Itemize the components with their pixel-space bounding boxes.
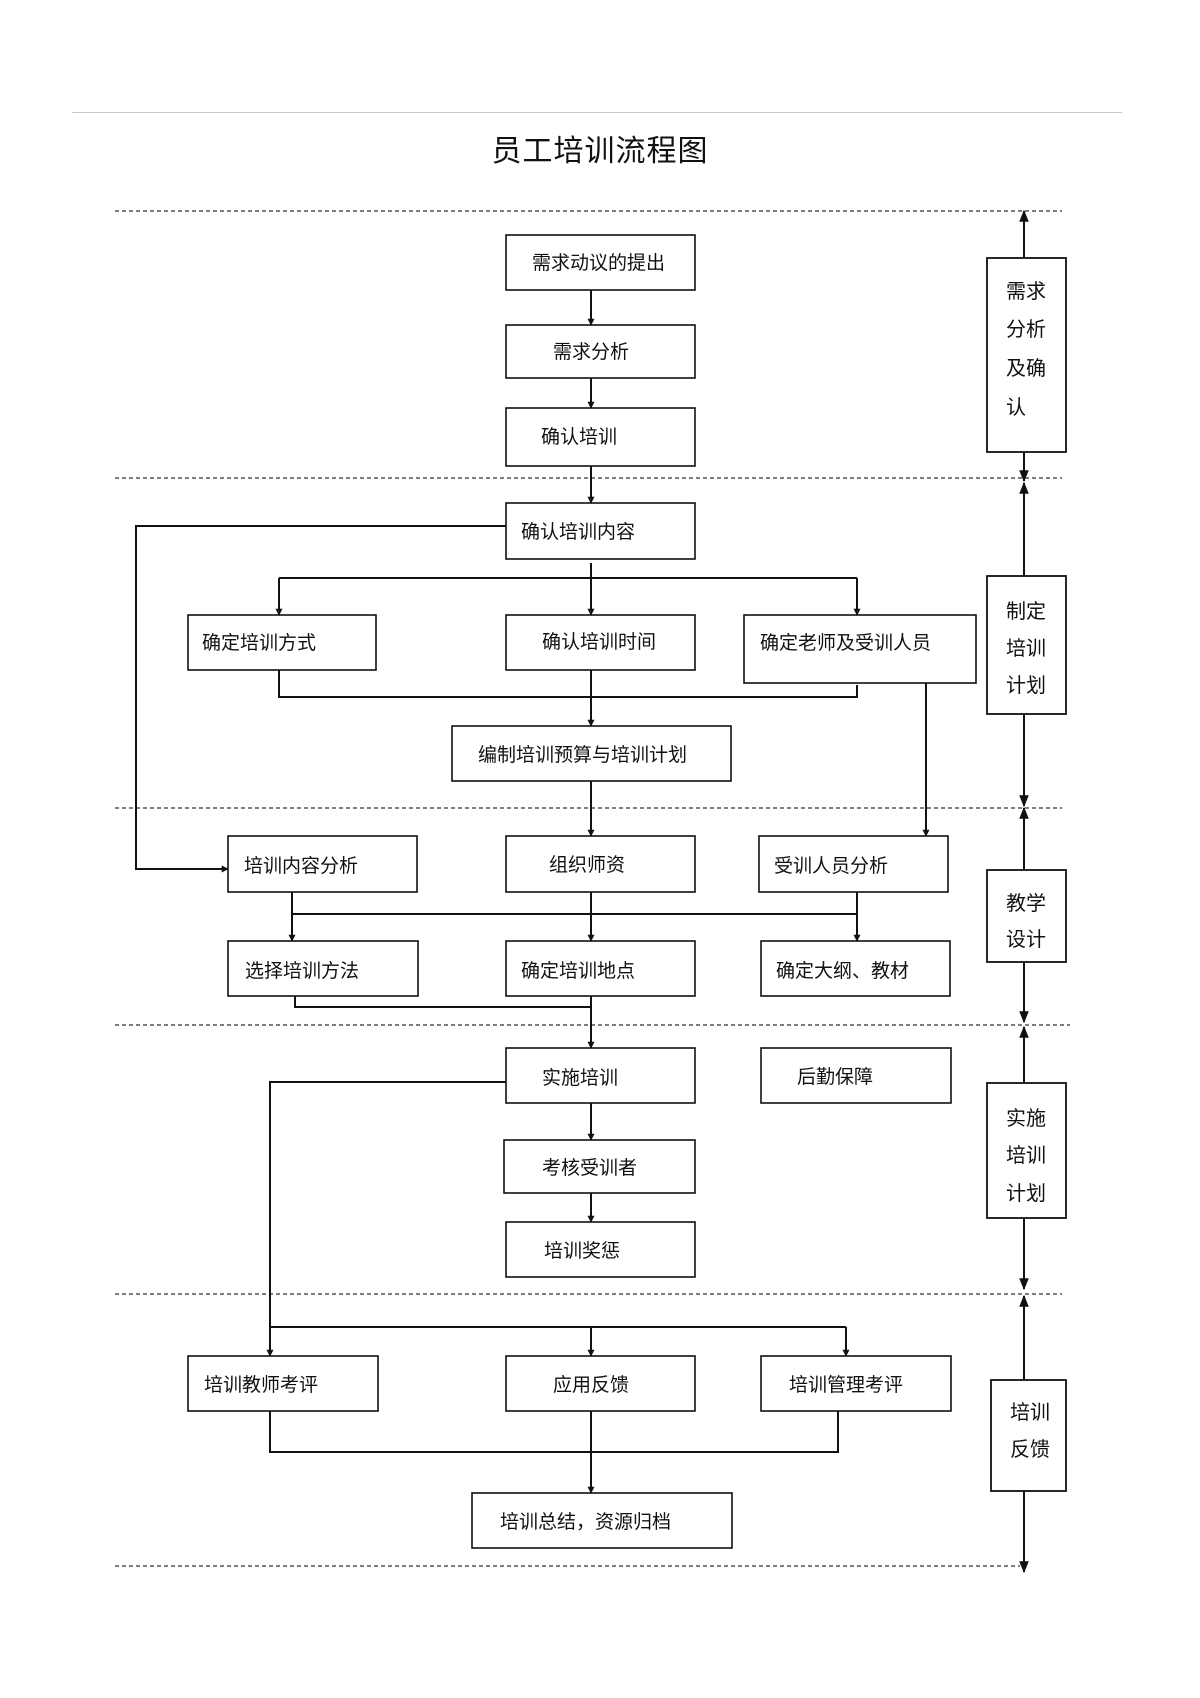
phase-label: 计划 — [1006, 673, 1046, 697]
node-label: 实施培训 — [542, 1067, 618, 1089]
node-teachers-trainees — [743, 614, 977, 684]
node-reward-punish — [505, 1221, 696, 1278]
node-assess-trainees — [503, 1139, 696, 1194]
node-label: 选择培训方法 — [245, 960, 359, 982]
phase-label: 分析 — [1006, 317, 1046, 341]
node-label: 考核受训者 — [542, 1157, 637, 1179]
node-content-analysis — [227, 835, 418, 893]
node-label: 确定大纲、教材 — [776, 960, 909, 982]
node-select-method — [227, 940, 419, 997]
phase-label: 计划 — [1006, 1181, 1046, 1205]
node-label: 确认培训 — [541, 426, 617, 448]
node-label: 确定培训地点 — [521, 960, 635, 982]
phase-label: 培训 — [1010, 1400, 1050, 1424]
phase-label: 培训 — [1006, 636, 1046, 660]
phase-label: 培训 — [1006, 1143, 1046, 1167]
node-confirm-training — [505, 407, 696, 467]
node-summary-archive — [471, 1492, 733, 1549]
node-label: 确定老师及受训人员 — [760, 632, 931, 654]
node-label: 需求分析 — [553, 341, 629, 363]
node-implement-training — [505, 1047, 696, 1104]
node-training-location — [505, 940, 696, 997]
node-label: 培训奖惩 — [544, 1240, 620, 1262]
node-label: 培训管理考评 — [789, 1374, 903, 1396]
phase-label: 及确 — [1006, 356, 1046, 380]
node-teacher-evaluation — [187, 1355, 379, 1412]
phase-label: 认 — [1006, 395, 1026, 419]
phase-label: 制定 — [1006, 599, 1046, 623]
node-label: 应用反馈 — [553, 1374, 629, 1396]
node-label: 需求动议的提出 — [532, 252, 665, 274]
node-budget-plan — [451, 725, 732, 782]
node-application-feedback — [505, 1355, 696, 1412]
phase-box-teaching-design — [986, 869, 1067, 963]
phase-separators — [115, 210, 1070, 1567]
phase-label: 设计 — [1006, 927, 1046, 951]
phase-box-demand — [986, 257, 1067, 453]
node-management-evaluation — [760, 1355, 952, 1412]
node-syllabus-materials — [760, 940, 951, 997]
phase-box-feedback — [990, 1379, 1067, 1492]
phase-box-plan — [986, 575, 1067, 715]
node-label: 编制培训预算与培训计划 — [478, 744, 687, 766]
page-title: 员工培训流程图 — [491, 134, 709, 169]
node-demand-analysis — [505, 324, 696, 379]
node-label: 培训教师考评 — [204, 1374, 318, 1396]
node-label: 培训总结，资源归档 — [500, 1511, 671, 1533]
node-logistics — [760, 1047, 952, 1104]
node-label: 后勤保障 — [797, 1066, 873, 1088]
node-organize-teachers — [505, 835, 696, 893]
phase-box-implement — [986, 1082, 1067, 1219]
node-trainee-analysis — [758, 835, 949, 893]
node-label: 培训内容分析 — [244, 855, 358, 877]
phase-label: 需求 — [1006, 279, 1046, 303]
node-training-time — [505, 614, 696, 671]
node-training-method — [187, 614, 377, 671]
node-label: 组织师资 — [549, 854, 625, 876]
node-label: 确认培训内容 — [521, 521, 635, 543]
phase-label: 实施 — [1006, 1106, 1046, 1130]
connectors — [135, 209, 1029, 1574]
top-rule — [72, 112, 1122, 113]
node-label: 确认培训时间 — [542, 631, 656, 653]
node-confirm-content — [505, 502, 696, 560]
node-label: 确定培训方式 — [202, 632, 316, 654]
node-demand-proposal — [505, 234, 696, 291]
phase-label: 教学 — [1006, 891, 1046, 915]
node-label: 受训人员分析 — [774, 855, 888, 877]
phase-label: 反馈 — [1010, 1437, 1050, 1461]
